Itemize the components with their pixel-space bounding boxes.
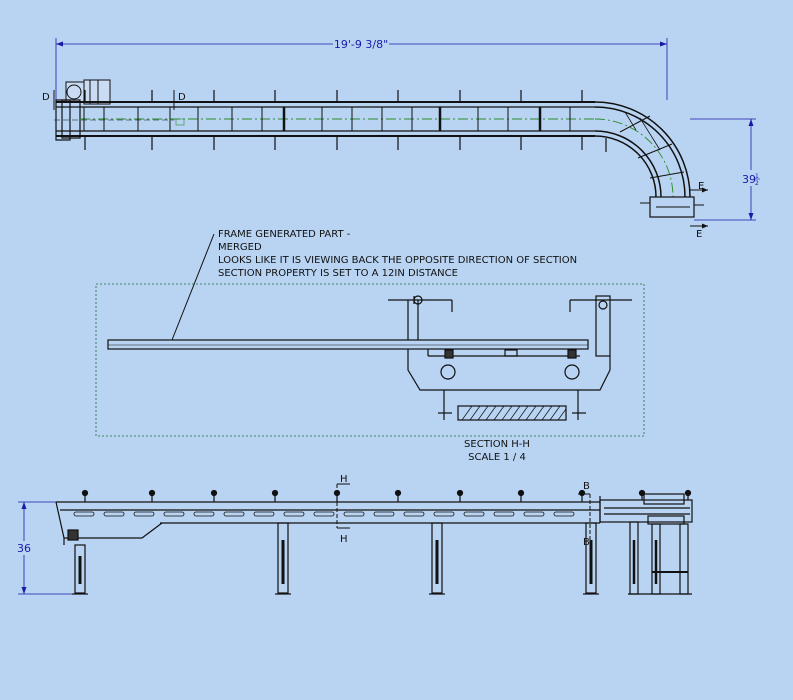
section-b-top-label: B: [583, 481, 590, 492]
side-frame-studs: [81, 489, 692, 502]
height-dimension-whole: 39: [742, 173, 756, 186]
section-title: SECTION H-H: [464, 439, 530, 450]
section-h-bottom-label: H: [340, 534, 348, 545]
frame-studs-top: [84, 90, 583, 102]
section-rail: [107, 339, 589, 350]
straight-frame: [55, 99, 595, 141]
section-e-top-label: E: [698, 181, 704, 192]
side-frame-slots: [73, 511, 575, 517]
side-height-label: 36: [17, 542, 31, 555]
side-height-dimension: [14, 501, 80, 595]
section-hatched-roller: [457, 405, 567, 421]
note-line-3: LOOKS LIKE IT IS VIEWING BACK THE OPPOSI…: [218, 255, 577, 266]
section-scale: SCALE 1 / 4: [468, 452, 526, 463]
note-leader-line: [171, 233, 215, 341]
note-line-2: MERGED: [218, 242, 262, 253]
section-frame-body: [388, 295, 632, 420]
section-h-cut-line: [336, 483, 350, 529]
curved-frame-section: [594, 101, 704, 218]
note-line-4: SECTION PROPERTY IS SET TO A 12IN DISTAN…: [218, 268, 458, 279]
height-dimension: [690, 118, 764, 221]
section-e-bottom-label: E: [696, 229, 702, 240]
top-view: 19'-9 3/8" D D: [42, 37, 764, 240]
side-end-frame: [599, 493, 693, 525]
frame-studs-bottom: [84, 136, 607, 152]
overall-length-dimension: [55, 37, 668, 100]
section-h-view: [95, 283, 645, 437]
height-dimension-fraction-den: 2: [755, 180, 759, 187]
frame-cross-members: [83, 107, 571, 131]
drive-motor: [65, 79, 111, 105]
side-frame: [55, 496, 601, 545]
section-d-right-label: D: [178, 92, 186, 103]
note-line-1: FRAME GENERATED PART -: [218, 229, 351, 240]
section-b-cut-line: [578, 493, 591, 540]
section-view-boundary: [95, 283, 645, 437]
support-legs: [72, 521, 692, 595]
drawing-note: FRAME GENERATED PART - MERGED LOOKS LIKE…: [171, 229, 577, 341]
section-h-top-label: H: [340, 474, 348, 485]
side-view: 36: [14, 474, 693, 595]
section-e-markers: [690, 187, 708, 229]
section-d-left-label: D: [42, 92, 50, 103]
overall-length-label: 19'-9 3/8": [334, 38, 388, 51]
section-d-markers: [53, 90, 175, 121]
height-dimension-fraction-num: 1: [755, 173, 759, 180]
